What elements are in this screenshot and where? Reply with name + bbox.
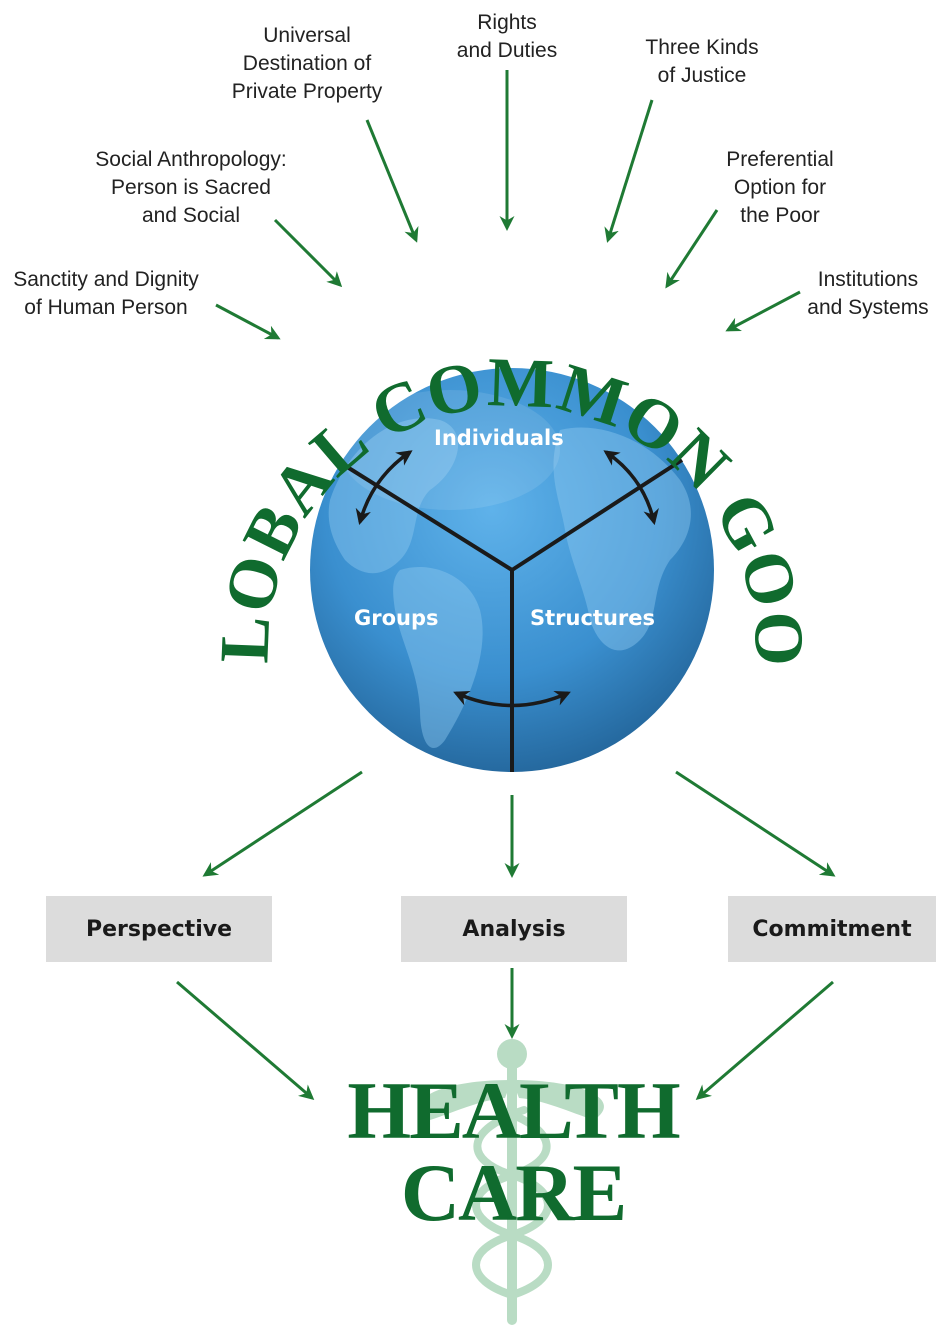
label-individuals: Individuals bbox=[434, 426, 564, 450]
caduceus-icon bbox=[419, 1039, 605, 1325]
principle-preferential-option: Preferential Option for the Poor bbox=[726, 148, 834, 227]
arrow-to-commitment bbox=[675, 770, 836, 877]
outcome-arrows bbox=[202, 770, 836, 878]
principle-three-kinds-justice: Three Kinds of Justice bbox=[645, 36, 759, 87]
principle-rights-duties: Rights and Duties bbox=[456, 11, 558, 62]
arrow-groups-structures bbox=[453, 690, 571, 708]
arrow-commitment-to-healthcare bbox=[695, 980, 834, 1100]
arrow-social-anthropology bbox=[273, 218, 343, 288]
arrow-perspective-to-healthcare bbox=[176, 980, 315, 1100]
arrow-three-kinds-justice bbox=[604, 99, 654, 243]
arrow-to-perspective bbox=[202, 770, 363, 877]
arrow-individuals-groups bbox=[355, 450, 413, 526]
arrow-sanctity bbox=[215, 303, 281, 340]
health-care-line2: CARE bbox=[400, 1147, 627, 1238]
label-groups: Groups bbox=[354, 606, 439, 630]
principle-arrows bbox=[215, 70, 801, 340]
arrow-preferential-option bbox=[665, 209, 719, 289]
box-analysis: Analysis bbox=[401, 896, 627, 962]
health-care-line1: HEALTH bbox=[347, 1065, 680, 1156]
principle-sanctity: Sanctity and Dignity of Human Person bbox=[13, 268, 199, 319]
box-perspective: Perspective bbox=[46, 896, 272, 962]
healthcare-arrows bbox=[176, 968, 834, 1100]
principle-universal-destination: Universal Destination of Private Propert… bbox=[231, 24, 383, 103]
arrow-institutions-systems bbox=[725, 290, 801, 332]
principle-social-anthropology: Social Anthropology: Person is Sacred an… bbox=[95, 148, 287, 227]
principle-institutions-systems: Institutions and Systems bbox=[807, 268, 929, 319]
arrow-universal-destination bbox=[365, 119, 419, 243]
globe-arrows bbox=[355, 450, 659, 708]
label-structures: Structures bbox=[530, 606, 656, 630]
arrow-individuals-structures bbox=[603, 450, 659, 526]
box-commitment: Commitment bbox=[728, 896, 936, 962]
